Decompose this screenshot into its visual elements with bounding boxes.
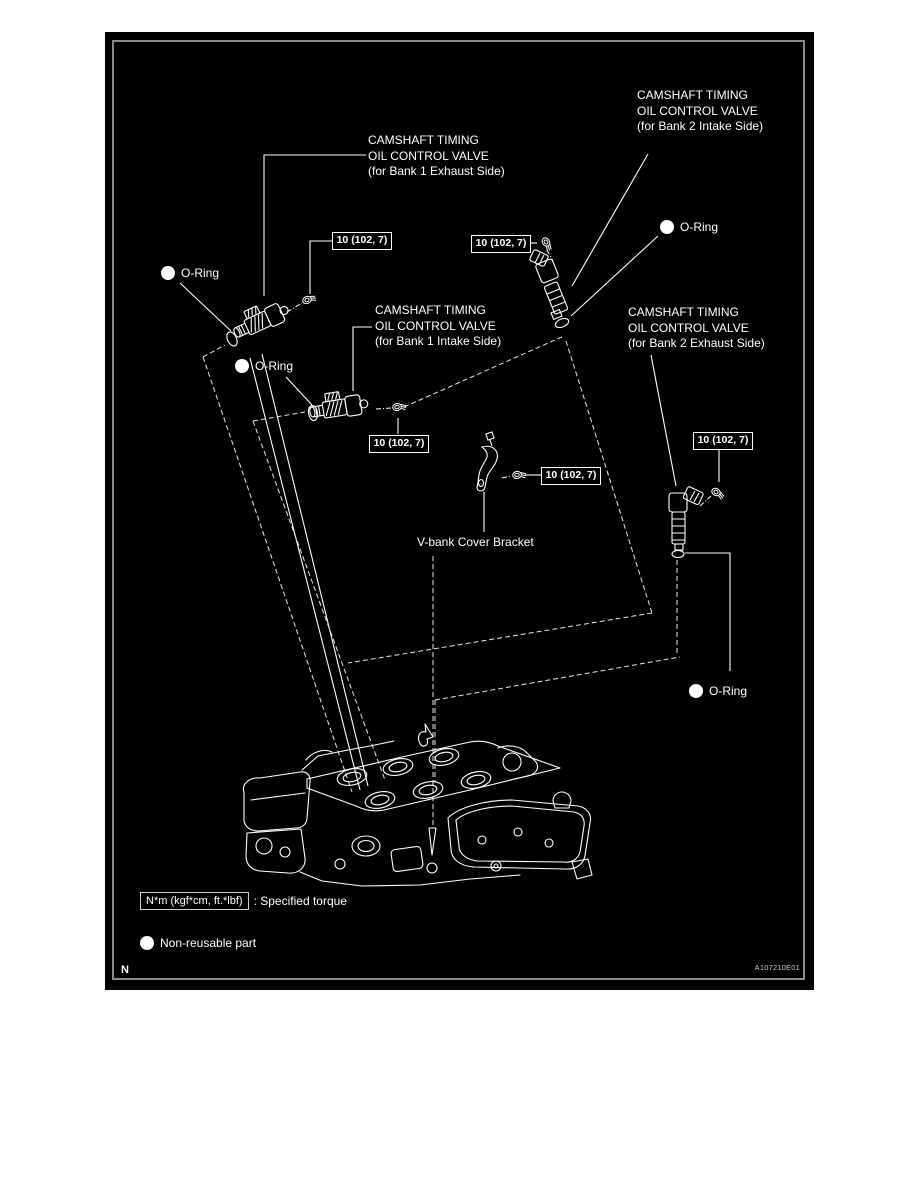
- label-line: OIL CONTROL VALVE: [368, 148, 489, 163]
- label-bank2-exhaust: CAMSHAFT TIMING OIL CONTROL VALVE (for B…: [628, 305, 765, 352]
- vbank-cover-bracket: [476, 431, 528, 492]
- legend-torque-units-box: N*m (kgf*cm, ft.*lbf): [140, 892, 249, 910]
- oring-dot-icon: [235, 359, 249, 373]
- legend-nonreusable-text: Non-reusable part: [160, 936, 257, 950]
- ocv-bank2-exhaust: [668, 486, 727, 559]
- oring-text: O-Ring: [680, 220, 719, 234]
- label-bank1-intake: CAMSHAFT TIMING OIL CONTROL VALVE (for B…: [375, 303, 501, 350]
- non-reusable-dot-icon: [140, 936, 154, 950]
- figure-code: A107210E01: [754, 963, 800, 972]
- label-line: (for Bank 2 Intake Side): [637, 119, 764, 133]
- diagram-plate: CAMSHAFT TIMING OIL CONTROL VALVE (for B…: [105, 32, 814, 990]
- oring-dot-icon: [689, 684, 703, 698]
- legend-nonreusable: Non-reusable part: [140, 936, 256, 950]
- label-line: CAMSHAFT TIMING: [628, 305, 739, 319]
- torque-box-4: 10 (102, 7): [541, 467, 601, 485]
- engine-block-sketch: [242, 723, 593, 887]
- label-bank2-intake: CAMSHAFT TIMING OIL CONTROL VALVE (for B…: [637, 88, 763, 135]
- torque-box-2: 10 (102, 7): [471, 235, 531, 253]
- label-line: CAMSHAFT TIMING: [368, 133, 479, 147]
- oring-dot-icon: [161, 266, 175, 280]
- oring-text: O-Ring: [709, 684, 748, 698]
- oring-dot-icon: [660, 220, 674, 234]
- label-line: OIL CONTROL VALVE: [375, 318, 496, 333]
- cover-outline-dashed: [202, 335, 681, 826]
- label-line: CAMSHAFT TIMING: [375, 303, 486, 317]
- oring-label-bottom-right: O-Ring: [689, 684, 747, 698]
- torque-box-3: 10 (102, 7): [369, 435, 429, 453]
- ocv-bank1-exhaust: [226, 292, 318, 347]
- label-line: (for Bank 1 Exhaust Side): [368, 164, 505, 178]
- oring-text: O-Ring: [181, 266, 220, 280]
- leader-lines: [179, 153, 731, 791]
- label-line: OIL CONTROL VALVE: [637, 103, 758, 118]
- oring-label-top-right: O-Ring: [660, 220, 718, 234]
- label-line: (for Bank 2 Exhaust Side): [628, 336, 765, 350]
- label-line: CAMSHAFT TIMING: [637, 88, 748, 102]
- oring-label-mid-left: O-Ring: [235, 359, 293, 373]
- ocv-bank1-intake: [306, 386, 408, 423]
- label-line: (for Bank 1 Intake Side): [375, 334, 502, 348]
- engine-line-art: [179, 153, 731, 887]
- ocv-bank2-intake: [529, 235, 570, 329]
- torque-box-1: 10 (102, 7): [332, 232, 392, 250]
- label-line: OIL CONTROL VALVE: [628, 320, 749, 335]
- footer-letter: N: [121, 964, 129, 976]
- legend-torque: N*m (kgf*cm, ft.*lbf) : Specified torque: [140, 892, 347, 910]
- oring-label-top-left: O-Ring: [161, 266, 219, 280]
- torque-box-5: 10 (102, 7): [693, 432, 753, 450]
- oring-text: O-Ring: [255, 359, 294, 373]
- label-bank1-exhaust: CAMSHAFT TIMING OIL CONTROL VALVE (for B…: [368, 133, 505, 180]
- bolt-axis-lines: [286, 249, 712, 507]
- legend-torque-desc: : Specified torque: [253, 894, 347, 908]
- label-vbank-cover-bracket: V-bank Cover Bracket: [417, 535, 534, 549]
